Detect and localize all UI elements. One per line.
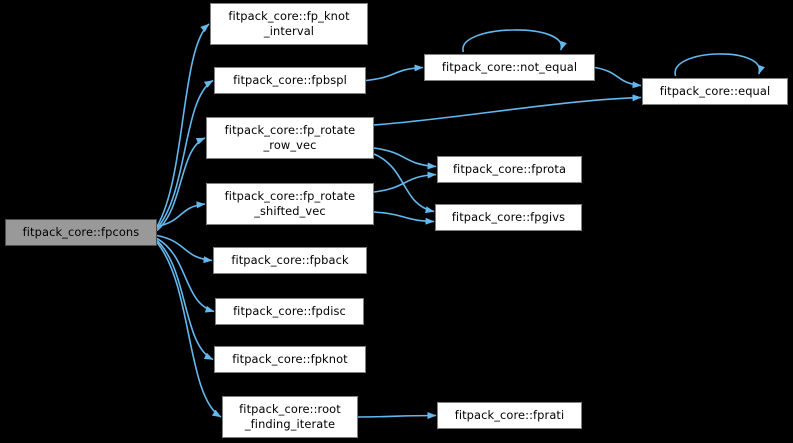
edge-fpcons-to-fp_rotate_shifted_vec bbox=[156, 201, 206, 228]
node-label: fitpack_core::fpcons bbox=[22, 224, 140, 239]
edge-fpcons-to-fp_rotate_row_vec bbox=[156, 137, 206, 232]
edge-fpcons-to-fpback bbox=[156, 234, 213, 264]
node-root-finding-iterate[interactable]: fitpack_core::root _finding_iterate bbox=[222, 396, 358, 438]
node-equal[interactable]: fitpack_core::equal bbox=[642, 78, 788, 105]
edge-fpcons-to-fpdisc bbox=[156, 237, 215, 313]
node-fpgivs[interactable]: fitpack_core::fpgivs bbox=[435, 204, 582, 231]
node-fprota[interactable]: fitpack_core::fprota bbox=[437, 156, 582, 183]
node-fpcons[interactable]: fitpack_core::fpcons bbox=[5, 219, 157, 246]
edge-fp_rotate_row_vec-to-equal bbox=[373, 94, 642, 126]
node-fp-rotate-shifted-vec[interactable]: fitpack_core::fp_rotate _shifted_vec bbox=[206, 183, 374, 225]
edge-not_equal-to-not_equal bbox=[462, 29, 567, 53]
edge-fp_rotate_shifted_vec-to-fpgivs bbox=[373, 211, 435, 225]
node-label: fitpack_core::fpgivs bbox=[451, 209, 566, 224]
edge-not_equal-to-equal bbox=[594, 66, 642, 89]
edge-fpcons-to-fpbspl bbox=[156, 79, 214, 230]
node-label: fitpack_core::fprati bbox=[454, 407, 565, 422]
node-not-equal[interactable]: fitpack_core::not_equal bbox=[424, 54, 595, 81]
node-label: fitpack_core::root _finding_iterate bbox=[239, 401, 341, 431]
node-fprati[interactable]: fitpack_core::fprati bbox=[437, 402, 582, 429]
node-label: fitpack_core::fpdisc bbox=[233, 303, 346, 318]
node-label: fitpack_core::fp_rotate _row_vec bbox=[224, 122, 356, 152]
edge-fp_rotate_row_vec-to-fprota bbox=[373, 147, 437, 170]
node-fpknot[interactable]: fitpack_core::fpknot bbox=[214, 346, 366, 373]
node-label: fitpack_core::fpbspl bbox=[233, 72, 347, 87]
edge-fp_rotate_shifted_vec-to-fprota bbox=[373, 171, 437, 193]
edge-root_finding_iterate-to-fprati bbox=[357, 412, 437, 420]
node-label: fitpack_core::fpknot bbox=[232, 351, 348, 366]
edge-equal-to-equal bbox=[674, 53, 765, 77]
node-label: fitpack_core::equal bbox=[659, 83, 771, 98]
edge-fpcons-to-root_finding_iterate bbox=[156, 241, 222, 418]
edge-fpbspl-to-not_equal bbox=[365, 64, 424, 82]
node-fpbspl[interactable]: fitpack_core::fpbspl bbox=[214, 67, 366, 94]
node-label: fitpack_core::fp_knot _interval bbox=[228, 8, 350, 38]
node-label: fitpack_core::fp_rotate _shifted_vec bbox=[224, 188, 356, 218]
node-fp-rotate-row-vec[interactable]: fitpack_core::fp_rotate _row_vec bbox=[206, 117, 374, 159]
node-fpdisc[interactable]: fitpack_core::fpdisc bbox=[215, 298, 364, 325]
node-label: fitpack_core::fpback bbox=[231, 252, 349, 267]
edge-fpcons-to-fpknot bbox=[156, 239, 214, 361]
edge-fp_rotate_row_vec-to-fpgivs bbox=[373, 153, 435, 214]
edge-fpcons-to-fp_knot_interval bbox=[156, 23, 210, 227]
node-label: fitpack_core::fprota bbox=[452, 161, 567, 176]
node-label: fitpack_core::not_equal bbox=[441, 59, 578, 74]
node-fp-knot-interval[interactable]: fitpack_core::fp_knot _interval bbox=[210, 3, 368, 45]
node-fpback[interactable]: fitpack_core::fpback bbox=[213, 247, 367, 274]
